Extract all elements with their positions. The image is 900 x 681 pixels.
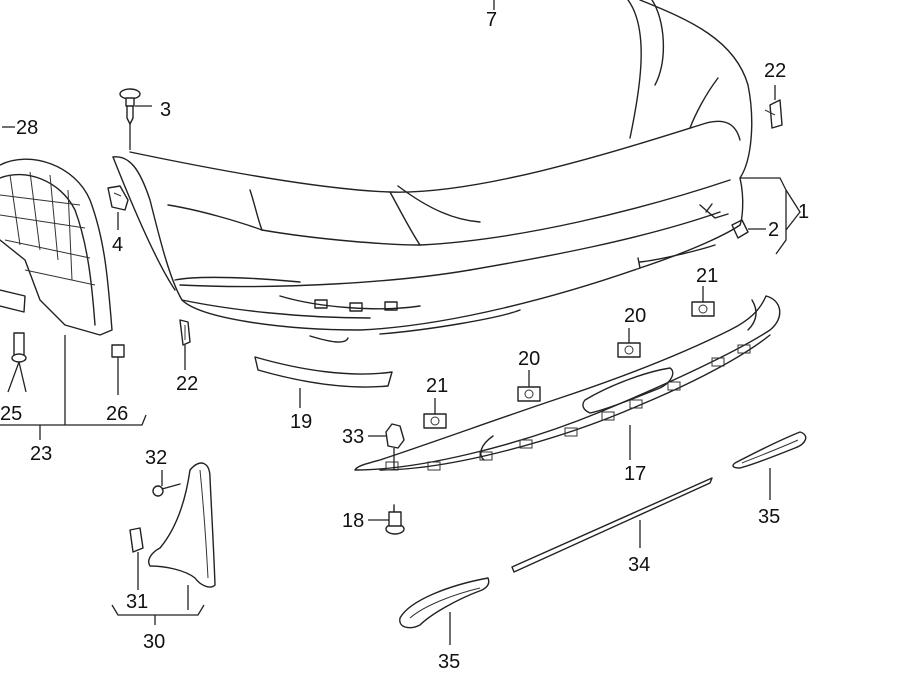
label-26: 26 [106,403,128,425]
label-20-left: 20 [518,348,540,370]
label-2: 2 [768,219,779,241]
clip-20b [617,342,641,358]
label-22-left: 22 [176,373,198,395]
label-23: 23 [30,443,52,465]
label-21-right: 21 [696,265,718,287]
reflector-35-left [399,577,490,629]
label-18: 18 [342,510,364,532]
label-32: 32 [145,447,167,469]
label-28: 28 [16,117,38,139]
wheel-liner [0,158,113,336]
label-22-right: 22 [764,60,786,82]
rear-diffuser [354,295,781,471]
label-7: 7 [486,9,497,31]
clip-21b [691,301,715,317]
clip-4 [107,185,129,211]
label-35-bottom: 35 [438,651,460,673]
label-31: 31 [126,591,148,613]
trim-strip-34 [511,477,713,573]
label-3: 3 [160,99,171,121]
label-21-left: 21 [426,375,448,397]
clip-22-right [764,99,783,129]
screw-18 [385,504,405,535]
trim-strip-19 [254,356,393,388]
mud-flap [148,462,216,588]
clip-21a [423,413,447,429]
label-34: 34 [628,554,650,576]
clip-20a [517,386,541,402]
label-4: 4 [112,234,123,256]
bumper-cover [112,0,753,343]
label-30: 30 [143,631,165,653]
label-17: 17 [624,463,646,485]
clip-2 [731,219,749,239]
bolt-25 [11,332,27,363]
label-19: 19 [290,411,312,433]
leader-lines [0,0,801,645]
label-25: 25 [0,403,22,425]
label-35-right: 35 [758,506,780,528]
screw-3 [119,88,141,125]
label-1: 1 [798,201,809,223]
label-33: 33 [342,426,364,448]
screw-32 [152,483,181,497]
label-20-right: 20 [624,305,646,327]
part-labels: 7 1 2 3 4 22 22 28 19 17 21 21 20 20 33 … [0,9,809,673]
clip-22-left [179,319,191,346]
reflector-35-right [732,431,807,469]
clip-31 [129,527,144,553]
clip-33 [385,423,405,449]
nut-26 [111,344,125,358]
